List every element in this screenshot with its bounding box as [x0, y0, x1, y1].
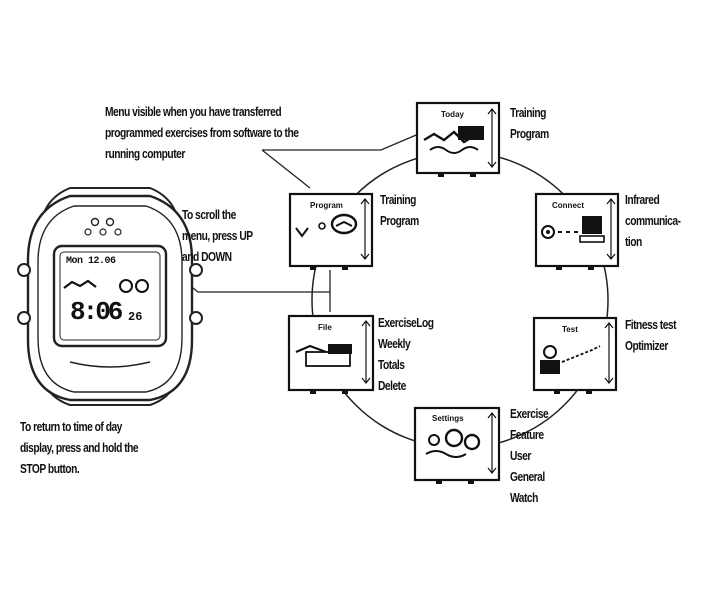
- menu-label-line: ExerciseLog: [378, 316, 434, 330]
- menu-label-line: communica-: [625, 214, 681, 228]
- screen-settings[interactable]: [413, 406, 501, 484]
- screen-connect-title: Connect: [552, 201, 584, 210]
- watch-button-up[interactable]: [189, 263, 203, 277]
- menu-label-line: Fitness test: [625, 318, 677, 332]
- screen-today[interactable]: [415, 101, 501, 177]
- label-today: Training Program: [510, 103, 549, 145]
- note-scroll: To scroll the menu, press UP and DOWN: [182, 205, 253, 268]
- screen-settings-title: Settings: [432, 414, 464, 423]
- menu-label-line: Program: [510, 127, 549, 141]
- watch-display: [52, 244, 168, 348]
- menu-label-line: Infrared: [625, 193, 660, 207]
- watch-time: 8:06: [70, 297, 123, 327]
- menu-label-line: General: [510, 470, 545, 484]
- screen-test[interactable]: [532, 316, 618, 394]
- watch-button-light[interactable]: [17, 263, 31, 277]
- watch-logo-dot-right: [105, 217, 115, 227]
- screen-connect[interactable]: [534, 192, 620, 270]
- menu-label-line: Program: [380, 214, 419, 228]
- label-file: ExerciseLog Weekly Totals Delete: [378, 313, 434, 397]
- menu-label-line: Optimizer: [625, 339, 668, 353]
- note-return: To return to time of day display, press …: [20, 417, 139, 480]
- menu-label-line: Watch: [510, 491, 538, 505]
- menu-label-line: User: [510, 449, 531, 463]
- watch-seconds: 26: [128, 310, 143, 324]
- note-line: programmed exercises from software to th…: [105, 126, 299, 140]
- callout-line-menu: [262, 129, 429, 151]
- note-line: To scroll the: [182, 208, 236, 222]
- menu-label-line: tion: [625, 235, 642, 249]
- callout-line-menu-2: [261, 149, 311, 189]
- menu-label-line: Weekly: [378, 337, 411, 351]
- note-menu-visible: Menu visible when you have transferred p…: [105, 102, 299, 165]
- label-program: Training Program: [380, 190, 419, 232]
- screen-file-title: File: [318, 323, 332, 332]
- menu-label-line: Feature: [510, 428, 544, 442]
- screen-program[interactable]: [288, 192, 374, 270]
- callout-line-scroll: [177, 275, 330, 293]
- watch-button-stop[interactable]: [17, 311, 31, 325]
- watch-button-down[interactable]: [189, 311, 203, 325]
- note-line: Menu visible when you have transferred: [105, 105, 282, 119]
- label-connect: Infrared communica- tion: [625, 190, 681, 253]
- label-settings: Exercise Feature User General Watch: [510, 404, 549, 509]
- watch-illustration: [17, 187, 203, 406]
- note-line: menu, press UP: [182, 229, 253, 243]
- screen-today-title: Today: [441, 110, 464, 119]
- menu-label-line: Totals: [378, 358, 405, 372]
- watch-date: Mon 12.06: [66, 256, 116, 267]
- screen-file[interactable]: [287, 314, 375, 394]
- screen-program-title: Program: [310, 201, 343, 210]
- label-test: Fitness test Optimizer: [625, 315, 677, 357]
- menu-label-line: Delete: [378, 379, 406, 393]
- menu-label-line: Training: [510, 106, 546, 120]
- screen-test-title: Test: [562, 325, 578, 334]
- menu-label-line: Exercise: [510, 407, 549, 421]
- note-line: STOP button.: [20, 462, 80, 476]
- watch-logo-dot-left: [90, 217, 100, 227]
- note-line: To return to time of day: [20, 420, 122, 434]
- note-line: running computer: [105, 147, 185, 161]
- menu-label-line: Training: [380, 193, 416, 207]
- note-line: display, press and hold the: [20, 441, 139, 455]
- note-line: and DOWN: [182, 250, 232, 264]
